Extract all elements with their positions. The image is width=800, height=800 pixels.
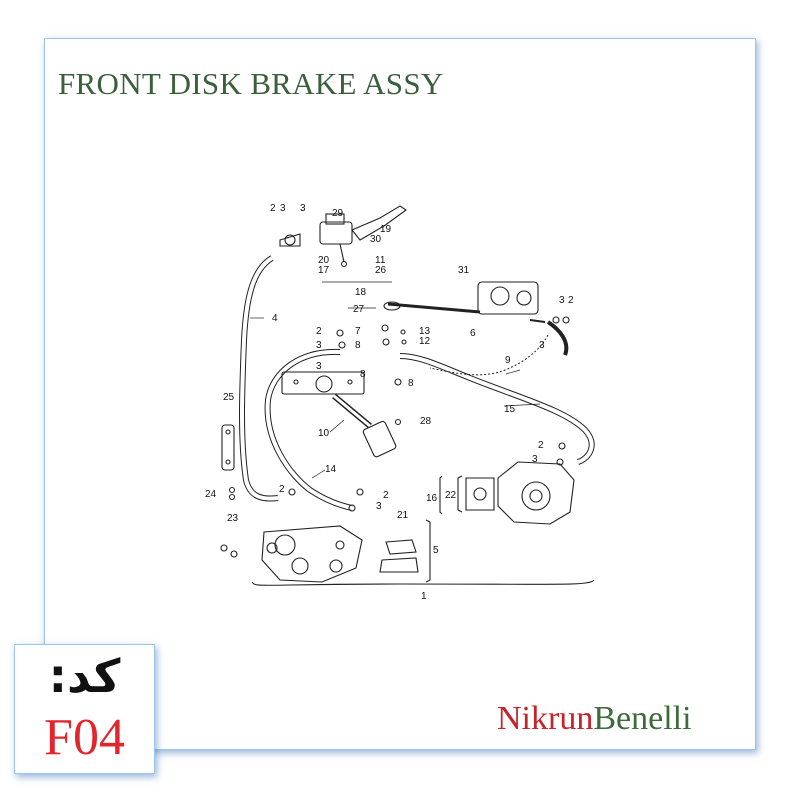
callout-10: 10 (318, 428, 330, 439)
brand-logo: NikrunBenelli (497, 700, 692, 738)
callout-3: 3 (532, 454, 538, 465)
callout-2: 2 (383, 490, 389, 501)
code-value: F04 (44, 709, 125, 766)
callout-21: 21 (397, 510, 409, 521)
callout-12: 12 (419, 336, 431, 347)
callout-2: 2 (568, 295, 574, 306)
callout-3: 3 (300, 203, 306, 214)
code-box: کد: F04 (14, 644, 155, 774)
callout-6: 6 (470, 328, 476, 339)
callout-22: 22 (445, 490, 457, 501)
page-title: FRONT DISK BRAKE ASSY (58, 66, 444, 101)
callout-2: 2 (316, 326, 322, 337)
callout-3: 3 (316, 361, 322, 372)
callout-2: 2 (270, 203, 276, 214)
callout-4: 4 (272, 313, 278, 324)
callout-30: 30 (370, 234, 382, 245)
callout-2: 2 (279, 484, 285, 495)
callout-18: 18 (355, 287, 367, 298)
callout-1: 1 (421, 591, 427, 602)
callout-28: 28 (420, 416, 432, 427)
brand-part-nikrun: Nikrun (497, 700, 594, 737)
callout-14: 14 (325, 464, 337, 475)
code-label: کد: (48, 649, 121, 703)
callout-2: 2 (538, 440, 544, 451)
callout-9: 9 (505, 355, 511, 366)
callout-29: 29 (332, 208, 344, 219)
callout-8: 8 (360, 369, 366, 380)
callout-19: 19 (380, 224, 392, 235)
callout-3: 3 (559, 295, 565, 306)
callout-5: 5 (433, 545, 439, 556)
callout-20: 20 (318, 255, 330, 266)
callout-13: 13 (419, 326, 431, 337)
callout-24: 24 (205, 489, 217, 500)
callout-3: 3 (539, 340, 545, 351)
callout-8: 8 (355, 340, 361, 351)
callout-23: 23 (227, 513, 239, 524)
brand-part-benelli: Benelli (593, 700, 692, 737)
callout-3: 3 (280, 203, 286, 214)
callout-27: 27 (353, 304, 365, 315)
callout-8: 8 (408, 378, 414, 389)
callout-3: 3 (376, 501, 382, 512)
callout-31: 31 (458, 265, 470, 276)
callout-17: 17 (318, 265, 330, 276)
callout-15: 15 (504, 404, 516, 415)
callout-26: 26 (375, 265, 387, 276)
callout-7: 7 (355, 326, 361, 337)
callout-3: 3 (316, 340, 322, 351)
content-frame (44, 38, 756, 750)
callout-16: 16 (426, 493, 438, 504)
callout-11: 11 (375, 255, 386, 266)
callout-25: 25 (223, 392, 235, 403)
